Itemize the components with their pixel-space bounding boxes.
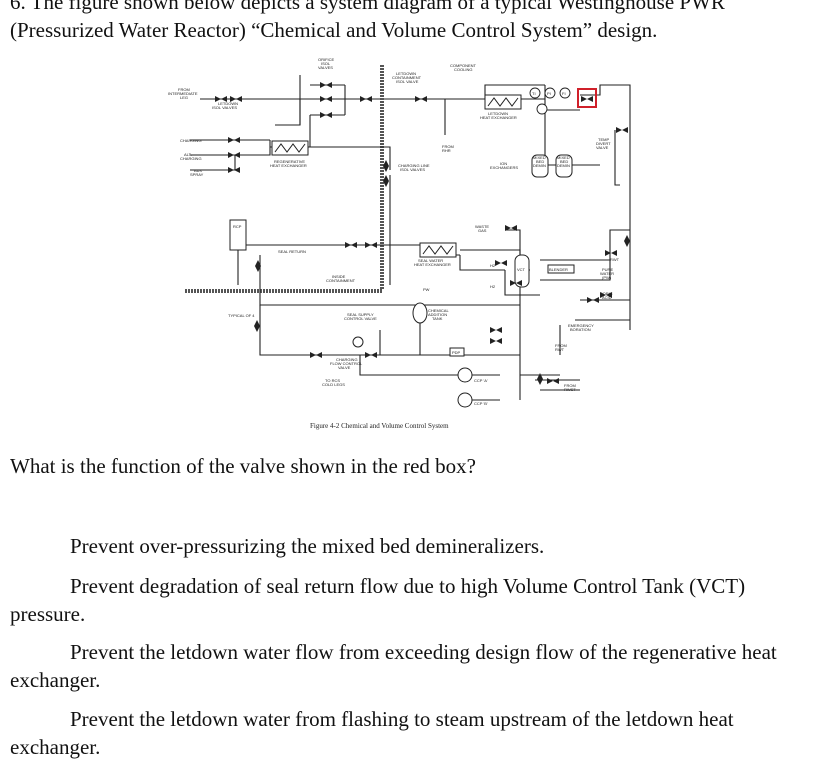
- figure-caption: Figure 4-2 Chemical and Volume Control S…: [310, 422, 449, 430]
- svg-text:TI: TI: [532, 91, 536, 96]
- question-text: 6. The figure shown below depicts a syst…: [10, 0, 725, 42]
- svg-text:RWT: RWT: [610, 257, 620, 262]
- question-prompt: What is the function of the valve shown …: [10, 454, 476, 478]
- heat-exchangers: [271, 94, 522, 258]
- mixed-bed-demin-1: [531, 154, 549, 178]
- answer-option-2[interactable]: Prevent degradation of seal return flow …: [10, 574, 746, 626]
- answer-option-1[interactable]: Prevent over-pressurizing the mixed bed …: [70, 534, 545, 558]
- answer-option-4[interactable]: Prevent the letdown water from flashing …: [10, 707, 734, 759]
- mixed-bed-demin-2: [555, 154, 573, 178]
- svg-text:BLENDER: BLENDER: [549, 267, 568, 272]
- blender-box: [547, 264, 575, 274]
- rcp-box: [229, 219, 247, 251]
- svg-text:TYPICAL OF 4: TYPICAL OF 4: [228, 313, 255, 318]
- instrument-badges: [529, 87, 571, 115]
- svg-text:PDP: PDP: [452, 350, 461, 355]
- svg-text:H2: H2: [490, 263, 496, 268]
- flow-indicator: [352, 336, 364, 348]
- svg-text:ALT.CHARGING: ALT.CHARGING: [180, 152, 202, 161]
- svg-text:RCP: RCP: [233, 224, 242, 229]
- svg-text:FI: FI: [562, 91, 566, 96]
- red-highlight-box: [577, 88, 597, 108]
- chemical-addition-tank: [412, 302, 428, 324]
- highlighted-valve: [581, 96, 593, 102]
- svg-text:PI: PI: [547, 91, 551, 96]
- svg-text:CCP 'B': CCP 'B': [474, 401, 488, 406]
- svg-text:CCP 'A': CCP 'A': [474, 378, 488, 383]
- valves: [215, 82, 630, 385]
- equipment: [229, 154, 575, 408]
- ccp-a-pump: [457, 367, 473, 383]
- svg-text:SEAL RETURN: SEAL RETURN: [278, 249, 306, 254]
- answer-option-3[interactable]: Prevent the letdown water flow from exce…: [10, 640, 777, 692]
- svg-text:VCT: VCT: [517, 267, 526, 272]
- ccp-b-pump: [457, 392, 473, 408]
- vct-tank: [514, 254, 530, 288]
- svg-text:CHARGING: CHARGING: [180, 138, 202, 143]
- svg-text:H2: H2: [490, 284, 496, 289]
- pdp-box: [449, 347, 465, 357]
- svg-text:PW: PW: [423, 287, 430, 292]
